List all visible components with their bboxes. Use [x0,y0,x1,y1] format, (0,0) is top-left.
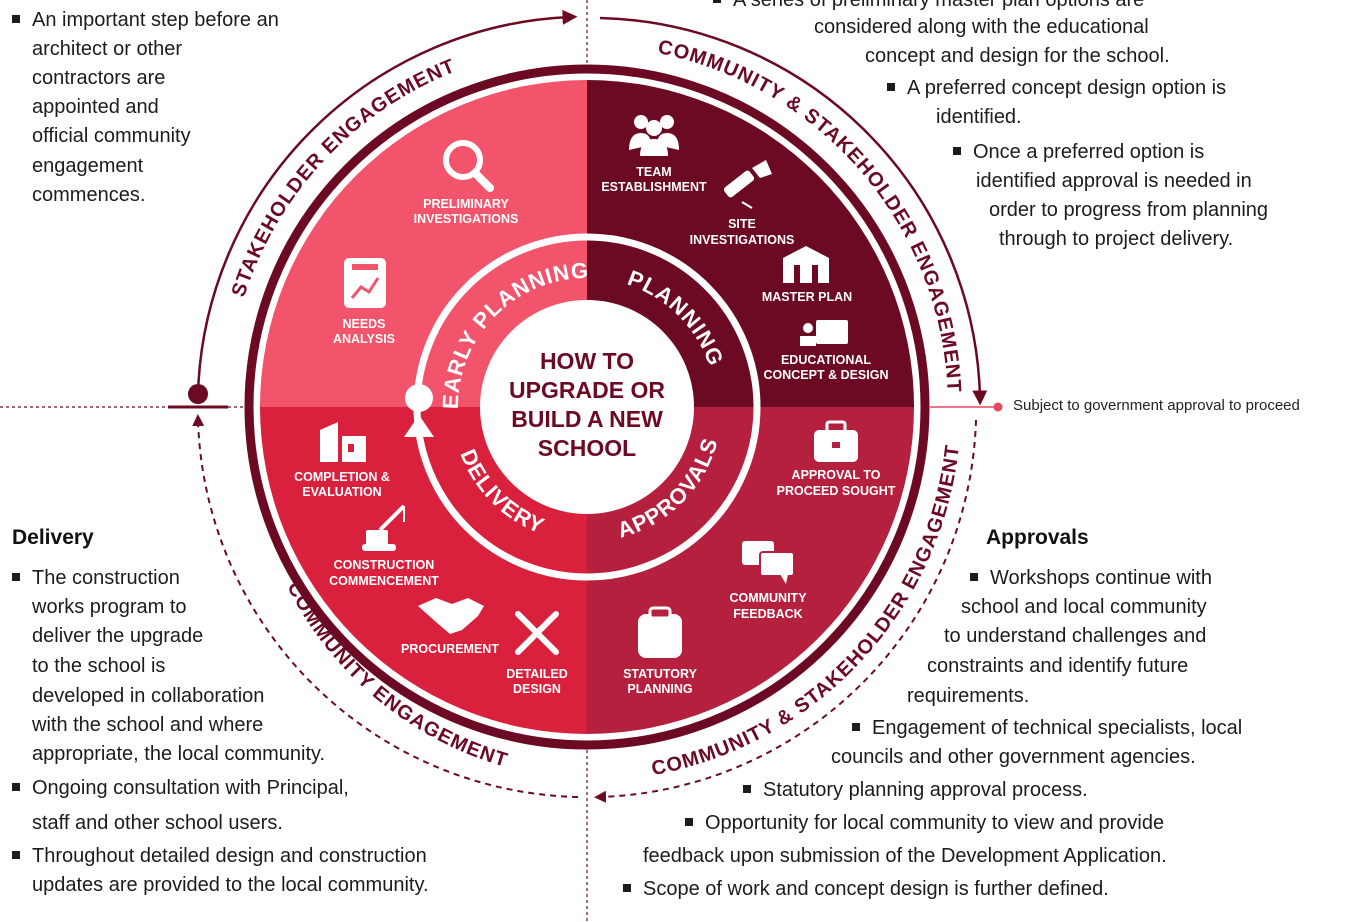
magnifier-icon [443,140,494,192]
step-completion-evaluation: COMPLETION &EVALUATION [294,470,390,499]
chat-bubbles-icon [742,541,795,584]
engagement-arcs [168,9,988,803]
svg-text:UPGRADE OR: UPGRADE OR [509,377,665,403]
school-building-icon [783,246,829,283]
government-approval-note: Subject to government approval to procee… [1013,397,1300,414]
briefcase-icon [814,420,858,462]
team-icon [629,115,679,156]
completion-building-icon [320,422,366,462]
approvals-heading: Approvals [986,526,1089,549]
delivery-heading: Delivery [12,526,94,549]
crane-icon [362,504,406,551]
svg-text:HOW TO: HOW TO [540,348,634,374]
svg-text:BUILD A NEW: BUILD A NEW [511,406,663,432]
ruler-pencil-icon [515,611,559,655]
chart-tablet-icon [344,258,386,308]
flashlight-icon [723,160,772,209]
handshake-icon [418,598,484,634]
teacher-board-icon [800,320,848,346]
center-title: HOW TO UPGRADE OR BUILD A NEW SCHOOL [509,348,665,461]
step-procurement: PROCUREMENT [401,642,499,656]
svg-text:SCHOOL: SCHOOL [538,435,636,461]
quadrant-delivery [260,407,587,734]
center-disc [480,300,694,514]
step-master-plan: MASTER PLAN [762,290,852,304]
clipboard-icon [638,606,682,658]
quadrant-early-planning [260,80,587,407]
